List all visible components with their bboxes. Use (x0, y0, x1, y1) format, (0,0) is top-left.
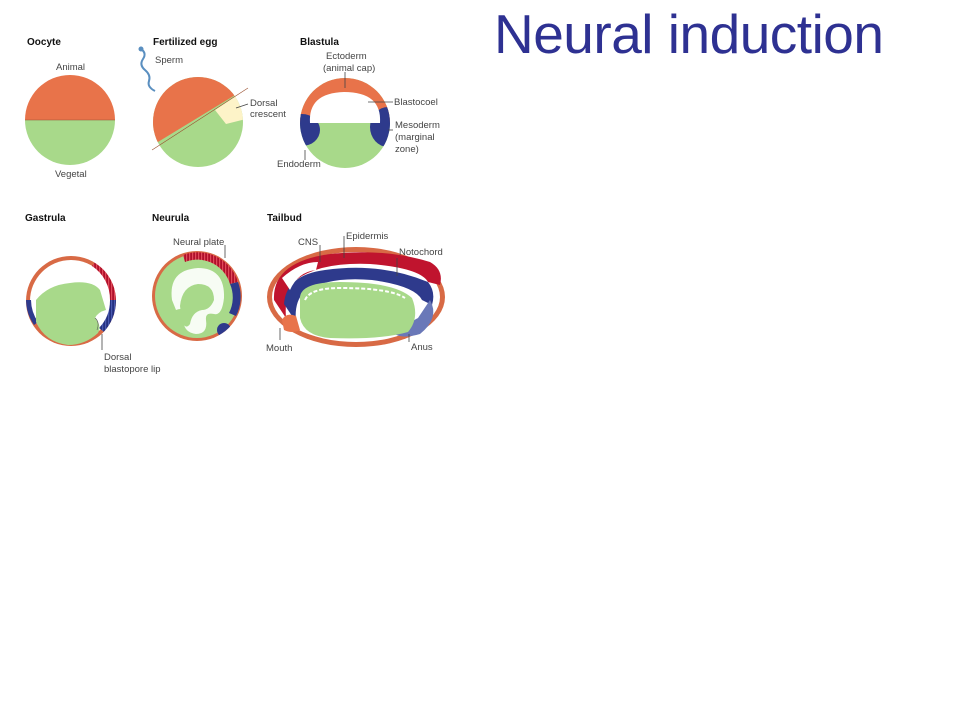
tailbud-diagram: Tailbud CNS Epidermis Notochord Mouth An… (266, 213, 445, 354)
label-gastrula-dorsal: Dorsal (104, 352, 131, 363)
label-marginal: (marginal (395, 132, 435, 143)
label-ectoderm: Ectoderm (326, 51, 367, 62)
label-animal: Animal (56, 62, 85, 73)
label-anus: Anus (411, 342, 433, 353)
stage-label-oocyte: Oocyte (27, 37, 61, 48)
label-vegetal: Vegetal (55, 169, 87, 180)
label-endoderm: Endoderm (277, 159, 321, 170)
stage-label-tailbud: Tailbud (267, 213, 302, 224)
stage-label-gastrula: Gastrula (25, 213, 66, 224)
label-sperm: Sperm (155, 55, 183, 66)
label-zone: zone) (395, 144, 419, 155)
label-animal-cap: (animal cap) (323, 63, 375, 74)
label-mesoderm: Mesoderm (395, 120, 440, 131)
fertilized-egg-diagram: Fertilized egg Sperm Dorsal crescent (138, 37, 286, 167)
sperm-icon (140, 48, 156, 92)
embryo-development-figure: Oocyte Animal Vegetal Fertilized egg Spe… (25, 37, 445, 375)
stage-label-fertilized-egg: Fertilized egg (153, 37, 217, 48)
stage-label-neurula: Neurula (152, 213, 190, 224)
neurula-diagram: Neurula Neural plate (152, 213, 242, 341)
stage-label-blastula: Blastula (300, 37, 339, 48)
label-dorsal: Dorsal (250, 98, 277, 109)
blastula-diagram: Blastula Ectoderm (animal cap) Blastocoe… (277, 37, 440, 170)
slide-title: Neural induction (494, 3, 884, 65)
gastrula-diagram: Gastrula Dorsal blastopore lip (25, 213, 161, 375)
label-notochord: Notochord (399, 247, 443, 258)
label-blastocoel: Blastocoel (394, 97, 438, 108)
label-epidermis: Epidermis (346, 231, 388, 242)
label-neural-plate: Neural plate (173, 237, 224, 248)
label-blastopore-lip: blastopore lip (104, 364, 161, 375)
label-mouth: Mouth (266, 343, 292, 354)
label-cns: CNS (298, 237, 318, 248)
label-crescent: crescent (250, 109, 286, 120)
oocyte-diagram: Oocyte Animal Vegetal (25, 37, 115, 180)
